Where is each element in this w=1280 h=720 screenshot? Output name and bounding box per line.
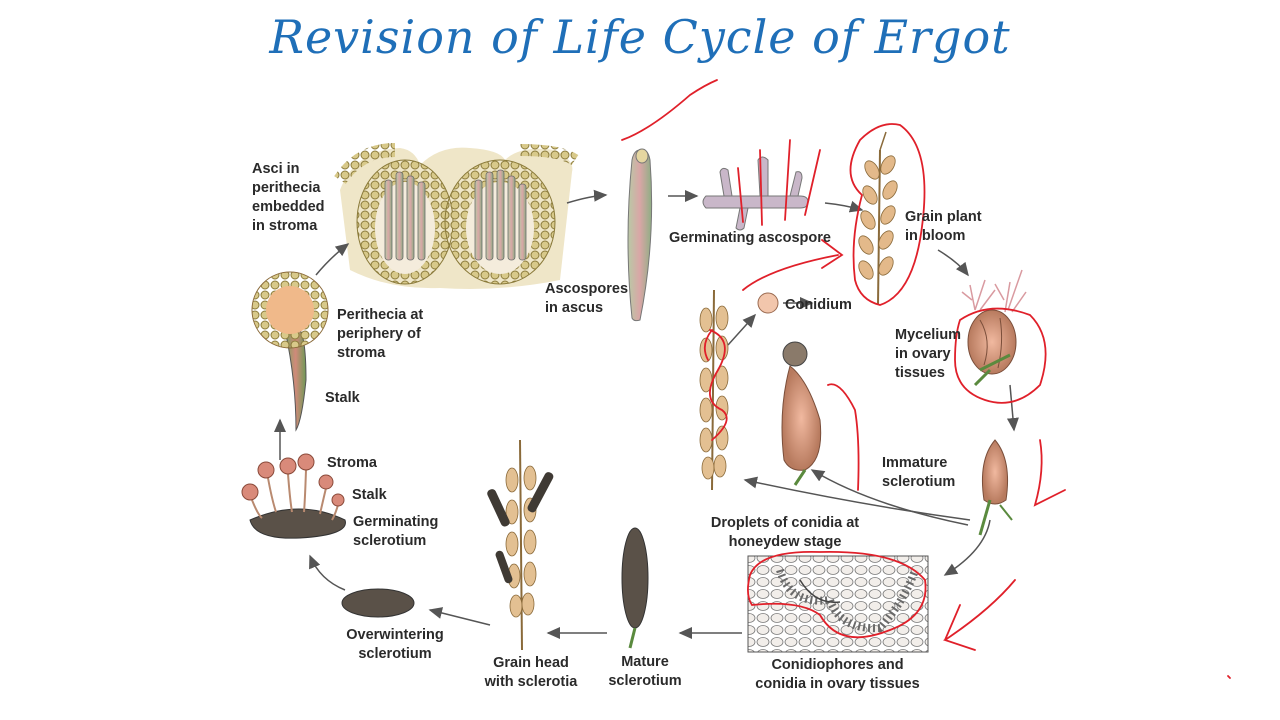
label-mature-sclerotium: Mature sclerotium [600, 653, 690, 691]
label-line: tissues [895, 365, 945, 381]
label-immature-sclerotium: Immature sclerotium [882, 454, 955, 492]
label-line: in ascus [545, 300, 604, 316]
honeydew-grain-head-illustration [699, 289, 729, 491]
label-stroma: Stroma [327, 455, 377, 471]
label-line: with sclerotia [484, 674, 578, 690]
label-line: periphery of [337, 326, 421, 342]
grain-plant-illustration [858, 131, 898, 306]
label-germinating-sclerotium: Germinating sclerotium [353, 513, 438, 551]
label-line: in bloom [905, 228, 966, 244]
label-line: conidia in ovary tissues [755, 676, 920, 692]
immature-sclerotium-illustration [978, 439, 1013, 536]
label-conidiophores-and-conidia: Conidiophores and conidia in ovary tissu… [740, 656, 935, 694]
label-line: embedded [252, 199, 325, 215]
cycle-arrows [274, 189, 1019, 639]
label-line: Mycelium [895, 327, 962, 343]
label-line: stroma [337, 345, 386, 361]
label-perithecia-at-periphery: Perithecia at periphery of stroma [337, 306, 423, 363]
label-germinating-ascospore: Germinating ascospore [669, 230, 831, 246]
label-stalk-lower: Stalk [352, 487, 387, 503]
label-line: Mature [621, 654, 669, 670]
label-line: sclerotium [353, 533, 427, 549]
label-grain-head-with-sclerotia: Grain head with sclerotia [478, 654, 584, 692]
germinating-sclerotium-illustration [241, 453, 346, 539]
label-line: Perithecia at [337, 307, 424, 323]
conidium-illustration [757, 292, 779, 314]
conidiophores-tissue-illustration [747, 555, 929, 653]
label-mycelium-in-ovary: Mycelium in ovary tissues [895, 326, 961, 383]
stroma-stalk-illustration [251, 271, 329, 432]
label-line: Germinating [353, 514, 439, 530]
label-line: sclerotium [882, 474, 956, 490]
label-line: sclerotium [358, 646, 432, 662]
label-stalk-upper: Stalk [325, 390, 360, 406]
mature-sclerotium-illustration [621, 527, 649, 649]
label-line: in ovary [895, 346, 951, 362]
label-line: perithecia [252, 180, 321, 196]
label-asci-in-perithecia: Asci in perithecia embedded in stroma [252, 160, 325, 236]
label-line: Grain plant [905, 209, 982, 225]
annotation-marks [621, 79, 1231, 679]
page-title: Revision of Life Cycle of Ergot [269, 10, 1011, 64]
label-line: Ascospores [545, 281, 629, 297]
label-line: Droplets of conidia at [710, 515, 860, 531]
label-line: honeydew stage [728, 534, 842, 550]
label-overwintering-sclerotium: Overwintering sclerotium [335, 626, 455, 664]
label-droplets-of-conidia: Droplets of conidia at honeydew stage [690, 514, 880, 552]
perithecia-illustration [334, 143, 579, 289]
label-grain-plant-in-bloom: Grain plant in bloom [905, 208, 982, 246]
label-line: Asci in [252, 161, 300, 177]
germinating-ascospore-illustration [702, 156, 809, 231]
label-line: sclerotium [608, 673, 682, 689]
label-line: Conidiophores and [771, 657, 904, 673]
ascus-illustration [627, 148, 653, 322]
label-line: Overwintering [346, 627, 444, 643]
ovary-illustration [961, 269, 1027, 387]
overwintering-sclerotium-illustration [341, 588, 415, 618]
label-line: in stroma [252, 218, 318, 234]
label-line: Grain head [493, 655, 569, 671]
grain-head-sclerotia-illustration [487, 439, 554, 651]
label-ascospores-in-ascus: Ascospores in ascus [545, 280, 628, 318]
honeydew-ovary-illustration [781, 341, 822, 486]
label-conidium: Conidium [785, 297, 852, 313]
label-line: Immature [882, 455, 948, 471]
